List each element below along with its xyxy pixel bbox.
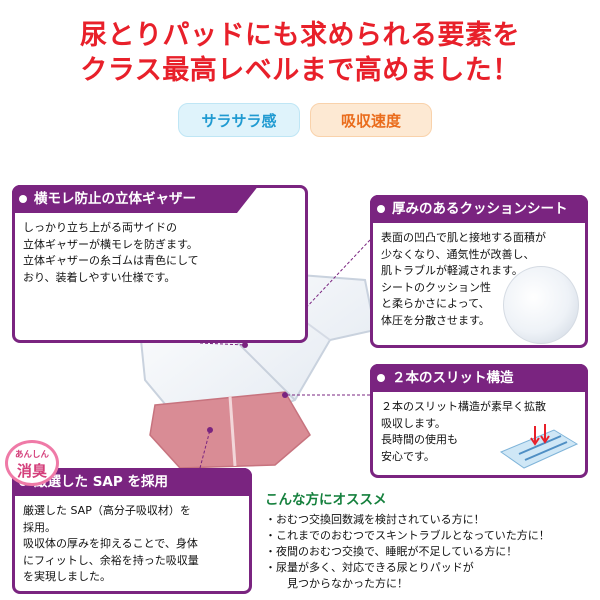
card-line: ２本のスリット構造が素早く拡散 (381, 400, 546, 413)
card-body: しっかり立ち上がる両サイドの 立体ギャザーが横モレを防ぎます。 立体ギャザーの糸… (23, 220, 299, 286)
card-line: 長時間の使用も (381, 433, 458, 446)
card-title-text: 厚みのあるクッションシート (392, 201, 568, 217)
card-body: 表面の凹凸で肌と接地する面積が 少なくなり、通気性が改善し、 肌トラブルが軽減さ… (381, 230, 579, 329)
card-title: ２本のスリット構造 (370, 364, 588, 392)
card-line: シートのクッション性 (381, 280, 491, 294)
tag-absorption-speed: 吸収速度 (310, 103, 432, 137)
recommend-title: こんな方にオススメ (265, 492, 387, 508)
deodorant-badge: あんしん 消臭 (0, 440, 64, 486)
card-line: 厳選した SAP（高分子吸収材）を (23, 504, 191, 517)
card-title-text: ２本のスリット構造 (392, 370, 514, 386)
list-item: ・これまでのおむつでスキントラブルとなっていた方に！ (265, 529, 550, 542)
recommend-section: こんな方にオススメ ・おむつ交換回数減を検討されている方に！ ・これまでのおむつ… (265, 488, 595, 592)
card-line: しっかり立ち上がる両サイドの (23, 221, 177, 234)
card-side-gathers: 横モレ防止の立体ギャザー しっかり立ち上がる両サイドの 立体ギャザーが横モレを防… (12, 185, 308, 343)
tag-smoothness: サラサラ感 (178, 103, 300, 137)
slit-diagram-image (499, 424, 579, 469)
card-line: にフィットし、余裕を持った吸収量 (23, 553, 199, 567)
list-item: 見つからなかった方に！ (287, 577, 408, 590)
recommend-list: ・おむつ交換回数減を検討されている方に！ ・これまでのおむつでスキントラブルとな… (265, 512, 595, 592)
card-line: と柔らかさによって、 (381, 297, 490, 310)
card-cushion-sheet: 厚みのあるクッションシート 表面の凹凸で肌と接地する面積が 少なくなり、通気性が… (370, 195, 588, 348)
bullet-icon (377, 205, 385, 213)
card-sap: 厳選した SAP を採用 厳選した SAP（高分子吸収材）を 採用。 吸収体の厚… (12, 468, 252, 594)
list-item: ・夜間のおむつ交換で、睡眠が不足している方に！ (265, 545, 518, 558)
card-line: 吸収体の厚みを抑えることで、身体 (23, 537, 198, 550)
card-line: 少なくなり、通気性が改善し、 (381, 247, 535, 261)
card-title-text: 厳選した SAP を採用 (34, 474, 168, 490)
card-line: 肌トラブルが軽減されます。 (381, 264, 523, 277)
headline-line-2: クラス最高レベルまで高めました！ (80, 55, 520, 86)
card-line: 採用。 (23, 520, 56, 534)
cushion-texture-image (503, 266, 579, 344)
card-title: 厚みのあるクッションシート (370, 195, 588, 223)
card-body: ２本のスリット構造が素早く拡散 吸収します。 長時間の使用も 安心です。 (381, 399, 579, 465)
card-line: 表面の凹凸で肌と接地する面積が (381, 231, 546, 244)
headline-line-1: 尿とりパッドにも求められる要素を (80, 20, 520, 51)
bullet-icon (19, 195, 27, 203)
card-line: を実現しました。 (23, 570, 111, 583)
badge-main-text: 消臭 (16, 462, 47, 480)
card-line: おり、装着しやすい仕様です。 (23, 270, 176, 284)
list-item: ・尿量が多く、対応できる尿とりパッドが (265, 561, 474, 574)
card-line: 安心です。 (381, 449, 435, 463)
card-slit-structure: ２本のスリット構造 ２本のスリット構造が素早く拡散 吸収します。 長時間の使用も… (370, 364, 588, 478)
card-line: 立体ギャザーが横モレを防ぎます。 (23, 237, 198, 251)
card-body: 厳選した SAP（高分子吸収材）を 採用。 吸収体の厚みを抑えることで、身体 に… (23, 503, 243, 586)
card-line: 体圧を分散させます。 (381, 313, 490, 327)
card-title-text: 横モレ防止の立体ギャザー (34, 191, 196, 207)
badge-top-text: あんしん (14, 450, 49, 460)
bullet-icon (377, 374, 385, 382)
card-line: 吸収します。 (381, 416, 446, 430)
card-line: 立体ギャザーの糸ゴムは青色にして (23, 254, 199, 267)
badge-ring (5, 440, 59, 486)
list-item: ・おむつ交換回数減を検討されている方に！ (265, 513, 485, 526)
card-title: 横モレ防止の立体ギャザー (12, 185, 259, 213)
